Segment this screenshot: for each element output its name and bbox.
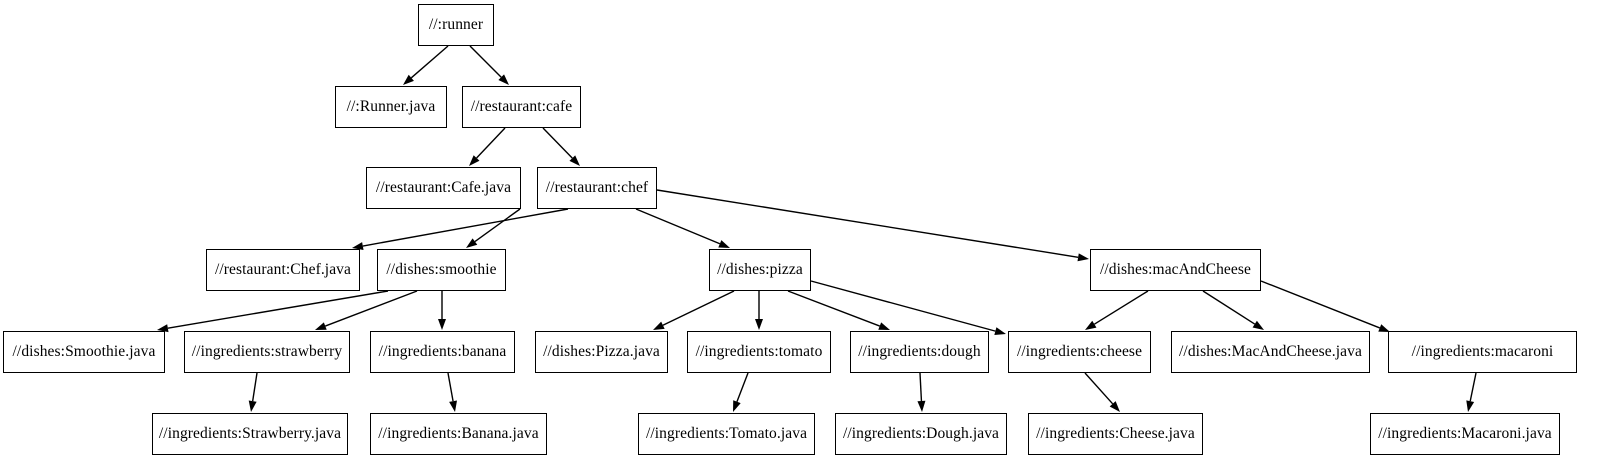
graph-node-ing_banana_java[interactable]: //ingredients:Banana.java: [370, 413, 547, 455]
graph-node-label: //dishes:MacAndCheese.java: [1179, 343, 1362, 361]
graph-node-label: //restaurant:Chef.java: [214, 261, 352, 279]
graph-node-ing_strawberry_java[interactable]: //ingredients:Strawberry.java: [152, 413, 348, 455]
graph-node-restaurant_chef_java[interactable]: //restaurant:Chef.java: [206, 249, 360, 291]
graph-node-label: //ingredients:banana: [378, 343, 507, 361]
graph-node-label: //ingredients:Dough.java: [842, 425, 1000, 443]
graph-node-restaurant_chef[interactable]: //restaurant:chef: [537, 167, 657, 209]
graph-node-ing_cheese_java[interactable]: //ingredients:Cheese.java: [1028, 413, 1203, 455]
graph-node-runner_java[interactable]: //:Runner.java: [335, 86, 447, 128]
graph-node-ing_tomato_java[interactable]: //ingredients:Tomato.java: [638, 413, 815, 455]
graph-node-dishes_macandcheese[interactable]: //dishes:macAndCheese: [1090, 249, 1261, 291]
graph-node-label: //ingredients:cheese: [1016, 343, 1143, 361]
graph-node-runner[interactable]: //:runner: [418, 4, 494, 46]
graph-node-label: //ingredients:Strawberry.java: [158, 425, 342, 443]
graph-node-ing_strawberry[interactable]: //ingredients:strawberry: [184, 331, 350, 373]
graph-node-label: //dishes:Smoothie.java: [12, 343, 156, 361]
graph-node-label: //restaurant:chef: [545, 179, 649, 197]
graph-node-ing_cheese[interactable]: //ingredients:cheese: [1008, 331, 1151, 373]
graph-node-label: //restaurant:Cafe.java: [375, 179, 512, 197]
graph-node-label: //ingredients:dough: [858, 343, 981, 361]
graph-node-ing_banana[interactable]: //ingredients:banana: [370, 331, 515, 373]
graph-node-label: //dishes:macAndCheese: [1099, 261, 1252, 279]
graph-node-label: //ingredients:macaroni: [1411, 343, 1554, 361]
graph-node-label: //ingredients:Cheese.java: [1036, 425, 1195, 443]
graph-node-ing_tomato[interactable]: //ingredients:tomato: [687, 331, 831, 373]
graph-node-ing_macaroni_java[interactable]: //ingredients:Macaroni.java: [1370, 413, 1560, 455]
graph-node-ing_dough_java[interactable]: //ingredients:Dough.java: [835, 413, 1007, 455]
graph-node-dishes_smoothie_java[interactable]: //dishes:Smoothie.java: [3, 331, 165, 373]
graph-node-label: //dishes:smoothie: [386, 261, 497, 279]
graph-node-dishes_smoothie[interactable]: //dishes:smoothie: [377, 249, 506, 291]
graph-node-label: //ingredients:Macaroni.java: [1378, 425, 1552, 443]
graph-node-restaurant_cafe[interactable]: //restaurant:cafe: [462, 86, 581, 128]
graph-node-label: //:runner: [428, 16, 484, 34]
graph-node-dishes_pizza[interactable]: //dishes:pizza: [709, 249, 811, 291]
graph-node-ing_macaroni[interactable]: //ingredients:macaroni: [1388, 331, 1577, 373]
graph-node-dishes_mac_java[interactable]: //dishes:MacAndCheese.java: [1171, 331, 1370, 373]
graph-node-label: //ingredients:tomato: [695, 343, 823, 361]
graph-node-label: //ingredients:Tomato.java: [645, 425, 808, 443]
graph-node-dishes_pizza_java[interactable]: //dishes:Pizza.java: [535, 331, 668, 373]
graph-node-label: //ingredients:strawberry: [191, 343, 343, 361]
graph-node-label: //ingredients:Banana.java: [378, 425, 539, 443]
graph-node-label: //:Runner.java: [346, 98, 436, 116]
graph-node-restaurant_cafe_java[interactable]: //restaurant:Cafe.java: [366, 167, 521, 209]
graph-node-ing_dough[interactable]: //ingredients:dough: [850, 331, 989, 373]
graph-node-label: //dishes:Pizza.java: [543, 343, 660, 361]
graph-node-label: //restaurant:cafe: [470, 98, 573, 116]
graph-node-label: //dishes:pizza: [717, 261, 803, 279]
